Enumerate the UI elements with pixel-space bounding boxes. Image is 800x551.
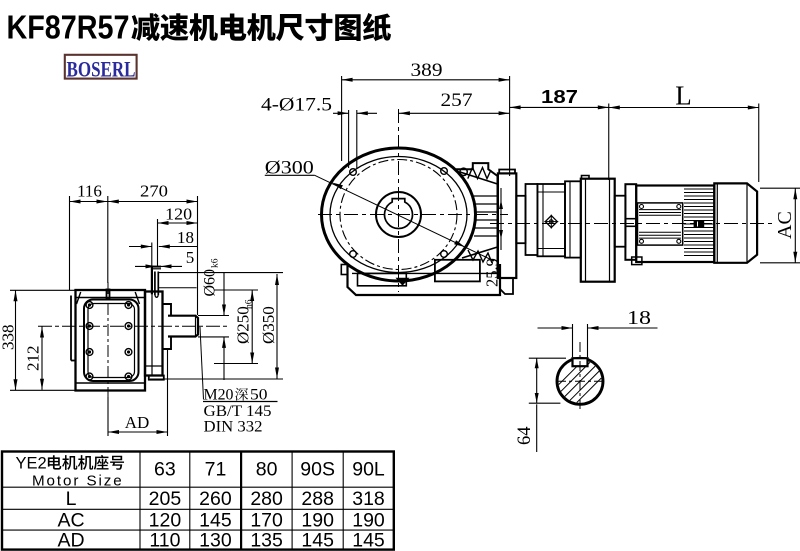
svg-text:YE2: YE2	[16, 455, 47, 473]
svg-text:260: 260	[199, 488, 232, 510]
svg-text:270: 270	[140, 182, 168, 201]
svg-text:KF87R57: KF87R57	[7, 9, 130, 46]
svg-text:318: 318	[352, 488, 385, 510]
svg-text:Ø300: Ø300	[265, 158, 314, 179]
svg-text:18: 18	[627, 308, 651, 329]
svg-text:288: 288	[301, 488, 334, 510]
svg-text:5: 5	[186, 248, 195, 267]
svg-text:L: L	[66, 488, 77, 510]
svg-text:145: 145	[352, 530, 385, 551]
svg-text:80: 80	[256, 459, 278, 481]
svg-text:64: 64	[515, 427, 535, 446]
svg-text:Motor Size: Motor Size	[32, 473, 124, 490]
svg-text:389: 389	[411, 61, 443, 81]
svg-text:M20: M20	[204, 387, 234, 404]
svg-text:25.9: 25.9	[483, 258, 502, 287]
svg-text:90S: 90S	[300, 459, 335, 481]
svg-text:AD: AD	[125, 413, 150, 432]
svg-text:205: 205	[149, 488, 182, 510]
svg-text:187: 187	[541, 86, 578, 107]
svg-text:130: 130	[199, 530, 232, 551]
svg-text:280: 280	[250, 488, 283, 510]
svg-text:AC: AC	[774, 211, 796, 239]
svg-text:145: 145	[301, 530, 334, 551]
svg-text:90L: 90L	[352, 459, 385, 481]
svg-text:212: 212	[24, 346, 43, 372]
svg-text:120: 120	[149, 510, 182, 532]
svg-text:h6: h6	[245, 299, 255, 309]
svg-text:L: L	[675, 81, 692, 111]
svg-text:GB/T 145: GB/T 145	[204, 403, 272, 420]
svg-text:338: 338	[0, 325, 17, 351]
svg-text:k6: k6	[211, 258, 221, 268]
svg-text:145: 145	[199, 510, 232, 532]
svg-text:4-Ø17.5: 4-Ø17.5	[261, 96, 332, 116]
svg-text:71: 71	[205, 459, 227, 481]
svg-text:Ø250: Ø250	[234, 306, 253, 344]
svg-text:257: 257	[441, 91, 473, 111]
svg-text:120: 120	[165, 205, 192, 224]
svg-text:110: 110	[149, 530, 180, 551]
svg-text:135: 135	[250, 530, 283, 551]
svg-text:190: 190	[352, 510, 385, 532]
svg-text:AD: AD	[57, 530, 84, 551]
svg-text:AC: AC	[57, 510, 84, 532]
svg-text:DIN 332: DIN 332	[204, 419, 263, 436]
svg-text:190: 190	[301, 510, 334, 532]
svg-text:18: 18	[177, 228, 194, 247]
svg-text:BOSERL: BOSERL	[67, 56, 136, 81]
svg-text:50: 50	[250, 387, 268, 404]
svg-text:170: 170	[250, 510, 283, 532]
svg-text:Ø350: Ø350	[259, 306, 278, 344]
svg-text:63: 63	[154, 459, 176, 481]
svg-text:116: 116	[77, 182, 102, 201]
